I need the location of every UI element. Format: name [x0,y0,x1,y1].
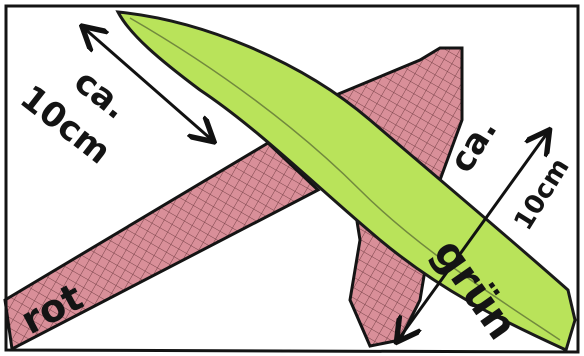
drawing-canvas: ca. 10cm ca. 10cm rot grün [0,0,584,356]
hand-drawn-sketch: ca. 10cm ca. 10cm rot grün [0,0,584,356]
